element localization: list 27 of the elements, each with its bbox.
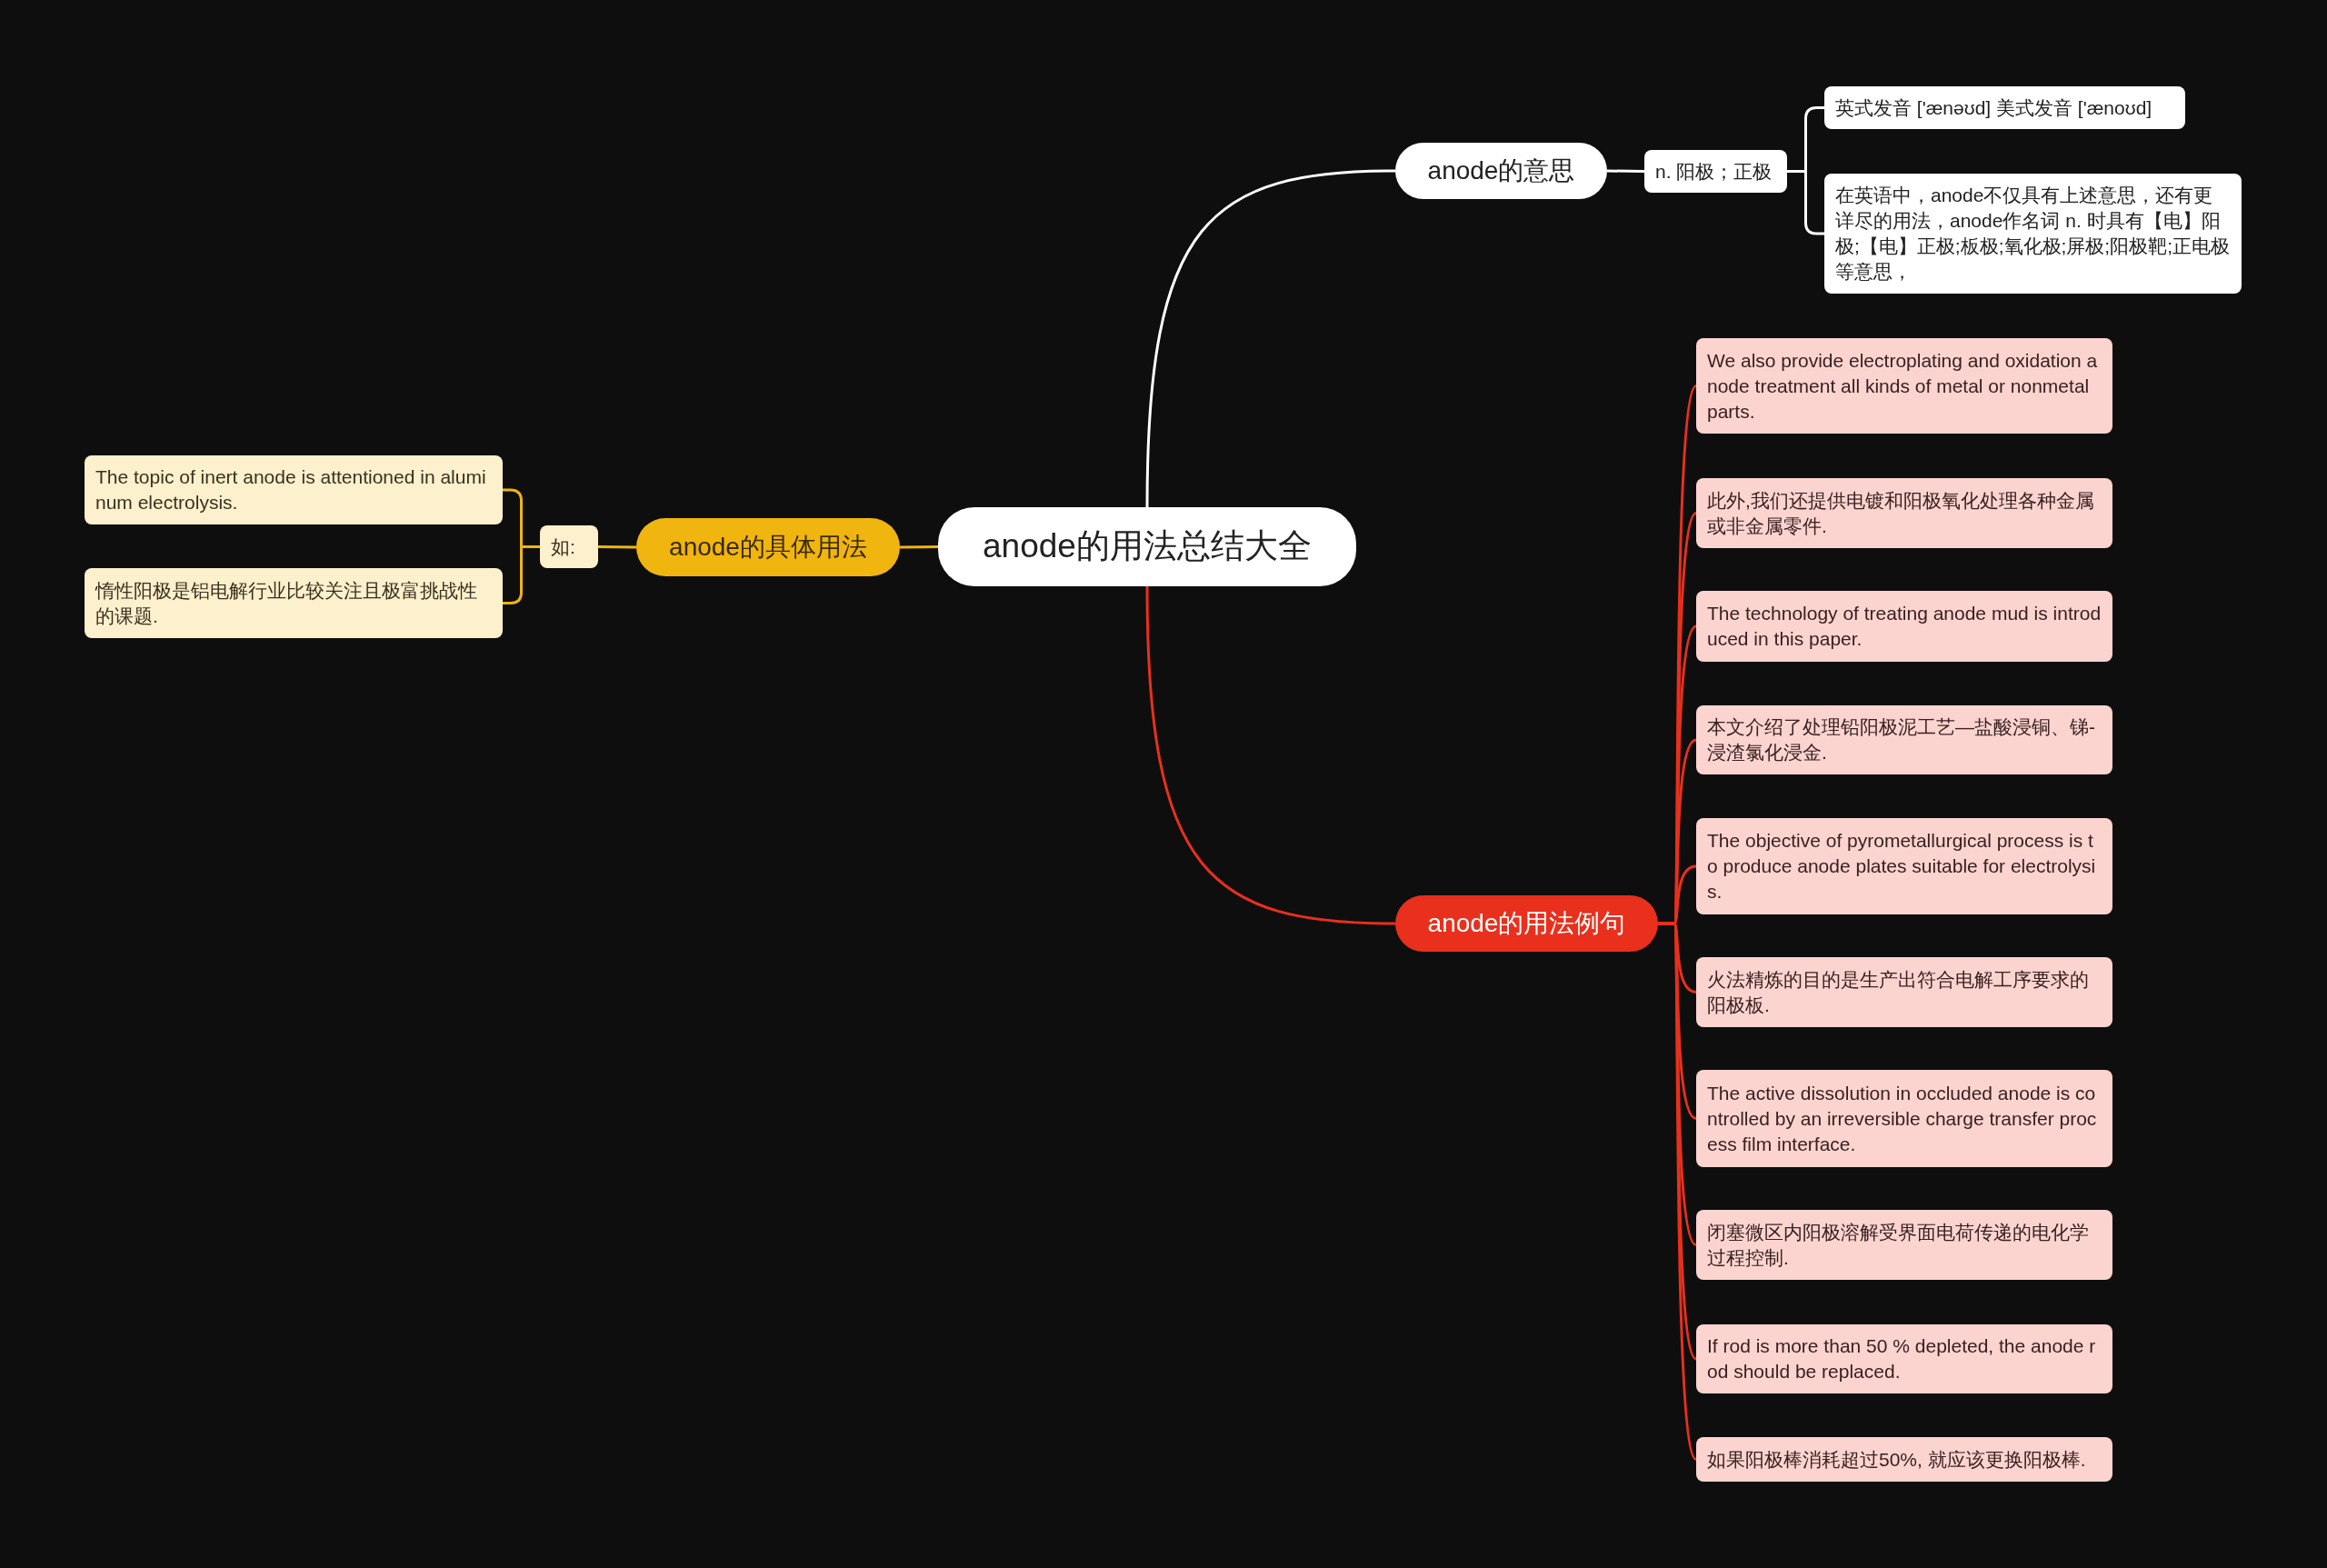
subtopic-box: 如:: [540, 525, 598, 568]
sentence-card: 闭塞微区内阳极溶解受界面电荷传递的电化学过程控制.: [1696, 1210, 2112, 1280]
topic-pill: anode的用法例句: [1395, 895, 1658, 952]
sentence-card: We also provide electroplating and oxidation anode treatment all kinds of metal or nonmetal parts.: [1696, 338, 2112, 434]
sentence-card: 此外,我们还提供电镀和阳极氧化处理各种金属或非金属零件.: [1696, 478, 2112, 548]
sentence-card: 如果阳极棒消耗超过50%, 就应该更换阳极棒.: [1696, 1437, 2112, 1482]
connector-line: [503, 545, 540, 604]
subtopic-box: n. 阳极；正极: [1644, 150, 1787, 193]
note-card: 在英语中，anode不仅具有上述意思，还有更详尽的用法，anode作名词 n. 时具有【电】阳极;【电】正极;板极;氧化极;屏极;阳极靶;正电极等意思，: [1824, 174, 2242, 294]
connector-line: [1145, 169, 1396, 508]
connector-line: [900, 545, 938, 549]
connector-line: [1787, 170, 1824, 235]
sentence-card: 火法精炼的目的是生产出符合电解工序要求的阳极板.: [1696, 957, 2112, 1027]
topic-pill: anode的具体用法: [636, 518, 900, 576]
connector-line: [1145, 585, 1396, 925]
connector-line: [598, 545, 636, 549]
sentence-card: If rod is more than 50 % depleted, the anode rod should be replaced.: [1696, 1324, 2112, 1393]
sentence-card: 惰性阳极是铝电解行业比较关注且极富挑战性的课题.: [85, 568, 503, 638]
note-card: 英式发音 ['ænəʊd] 美式发音 ['ænoʊd]: [1824, 86, 2185, 129]
sentence-card: The technology of treating anode mud is introduced in this paper.: [1696, 591, 2112, 662]
sentence-card: The objective of pyrometallurgical process is to produce anode plates suitable for electrolysis.: [1696, 818, 2112, 914]
root-topic-pill: anode的用法总结大全: [938, 507, 1356, 586]
sentence-card: The topic of inert anode is attentioned in aluminum electrolysis.: [85, 455, 503, 524]
sentence-card: The active dissolution in occluded anode is controlled by an irreversible charge transfer process film interface.: [1696, 1070, 2112, 1167]
topic-pill: anode的意思: [1395, 143, 1607, 199]
sentence-card: 本文介绍了处理铅阳极泥工艺—盐酸浸铜、锑-浸渣氯化浸金.: [1696, 705, 2112, 774]
connector-line: [1606, 169, 1645, 173]
